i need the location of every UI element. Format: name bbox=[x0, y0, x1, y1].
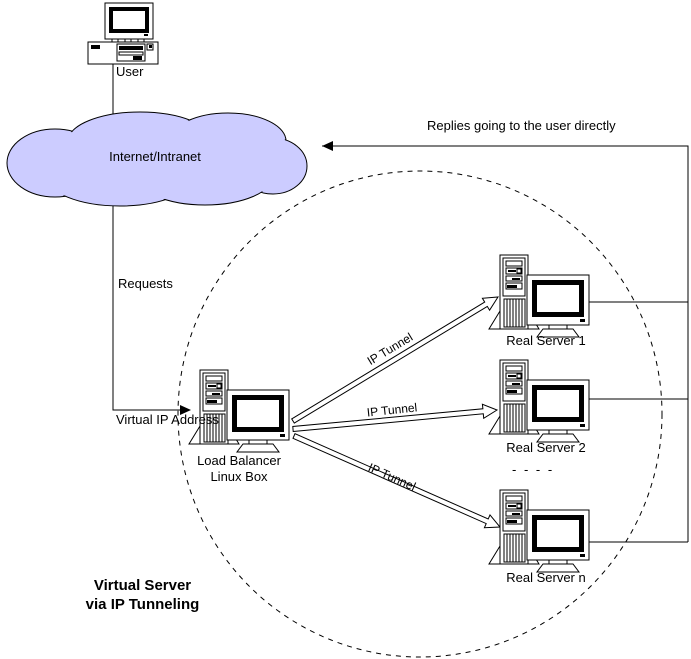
ip-tunnel-arrow-2 bbox=[292, 403, 499, 433]
servers-ellipsis: - - - - bbox=[512, 462, 555, 477]
real-server-1-label: Real Server 1 bbox=[506, 333, 586, 348]
diagram-title: Virtual Server via IP Tunneling bbox=[55, 576, 230, 614]
diagram-title-line1: Virtual Server bbox=[93, 577, 192, 594]
ip-tunnel-arrow-3 bbox=[292, 433, 502, 529]
cloud-label: Internet/Intranet bbox=[109, 149, 201, 164]
user-label: User bbox=[116, 64, 144, 79]
diagram-title-line2: via IP Tunneling bbox=[85, 596, 200, 613]
real-server-2-label: Real Server 2 bbox=[506, 440, 586, 455]
load-balancer-label-line2: Linux Box bbox=[210, 469, 268, 484]
ip-tunnel-arrow-1 bbox=[291, 296, 499, 424]
virtual-ip-arrowhead-icon bbox=[180, 405, 191, 415]
replies-arrowhead-icon bbox=[322, 141, 333, 151]
virtual-server-boundary-circle bbox=[177, 170, 663, 658]
user-computer-icon bbox=[87, 2, 159, 65]
real-server-2-icon bbox=[489, 360, 589, 442]
real-server-1-icon bbox=[489, 255, 589, 337]
load-balancer-label: Load Balancer Linux Box bbox=[178, 453, 300, 485]
requests-label: Requests bbox=[118, 276, 173, 291]
load-balancer-label-line1: Load Balancer bbox=[197, 453, 281, 468]
real-server-n-icon bbox=[489, 490, 589, 572]
virtual-ip-label: Virtual IP Address bbox=[116, 412, 219, 427]
replies-label: Replies going to the user directly bbox=[427, 118, 616, 133]
load-balancer-icon bbox=[189, 370, 289, 452]
internet-cloud bbox=[6, 111, 308, 207]
real-server-n-label: Real Server n bbox=[506, 570, 586, 585]
replies-return-path bbox=[322, 141, 689, 543]
